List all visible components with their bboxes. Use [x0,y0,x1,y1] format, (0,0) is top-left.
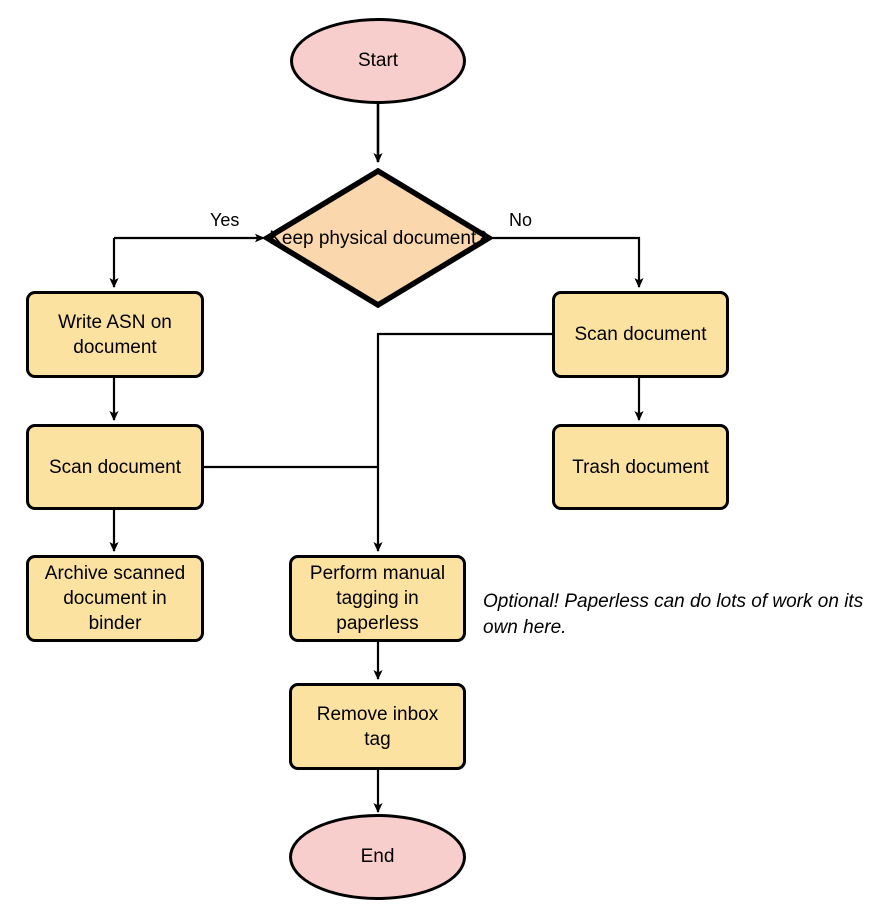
node-start-label: Start [357,50,399,71]
node-decision-label: Keep physical document? [269,227,487,249]
node-manual-tagging-label: Perform manual tagging in paperless [309,563,446,634]
node-scan-document-left-label: Scan document [48,456,182,478]
node-remove-inbox-tag[interactable]: Remove inbox tag [289,683,466,770]
annotation-optional-note: Optional! Paperless can do lots of work … [483,591,864,638]
edge-label-no: No [509,210,533,230]
edge-label-yes: Yes [210,210,240,230]
node-scan-document-left[interactable]: Scan document [26,424,204,510]
node-manual-tagging[interactable]: Perform manual tagging in paperless [289,555,466,642]
node-scan-document-right[interactable]: Scan document [552,291,729,378]
node-write-asn-label: Write ASN on document [58,311,172,358]
node-end-label: End [360,846,395,867]
node-scan-document-right-label: Scan document [574,324,707,345]
node-remove-inbox-tag-label: Remove inbox tag [316,703,439,750]
node-archive-binder[interactable]: Archive scanned document in binder [26,555,204,642]
node-trash-document[interactable]: Trash document [552,424,729,510]
node-write-asn[interactable]: Write ASN on document [26,291,204,378]
edge-decision-no [492,236,644,288]
diamond-shape [261,167,495,309]
node-trash-document-label: Trash document [572,456,709,478]
node-end[interactable]: End [289,814,466,900]
node-decision[interactable]: Keep physical document? [261,167,495,309]
node-archive-binder-label: Archive scanned document in binder [44,563,186,634]
node-start[interactable]: Start [290,18,466,104]
edge-scanright-to-tagging [373,332,552,552]
